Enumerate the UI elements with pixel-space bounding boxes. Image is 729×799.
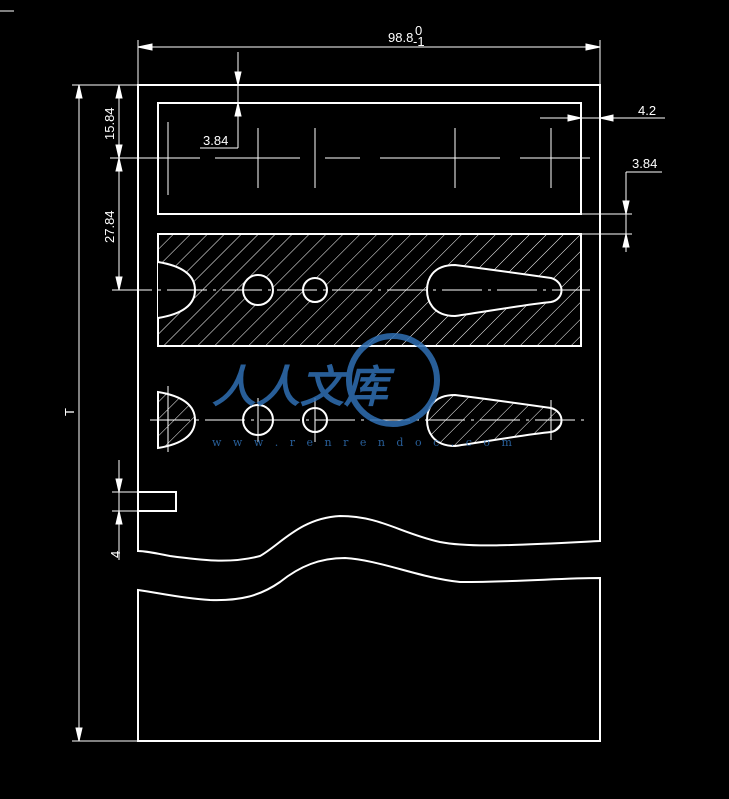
watermark-logo-icon [346, 333, 440, 427]
watermark-chinese: 人人文库 [212, 362, 395, 413]
part-outline-upper [137, 84, 601, 562]
dim-right-inset-text: 4.2 [638, 103, 656, 118]
dim-overall-width-tol-upper: 0 [415, 23, 422, 38]
top-slot-centerlines [110, 122, 590, 195]
dim-second-slot [115, 157, 123, 291]
small-tab [138, 491, 177, 512]
dim-gap-right [582, 171, 662, 252]
dim-slot-inset [200, 52, 242, 149]
dim-length-T-text: T [62, 408, 77, 416]
dim-overall-width [137, 40, 601, 85]
dim-top-offset-text: 15.84 [102, 107, 117, 140]
dim-gap-right-text: 3.84 [632, 156, 657, 171]
dim-small-tab-text: 4 [108, 551, 123, 558]
dim-overall-width-text: 98.8 [388, 30, 413, 45]
dim-second-slot-text: 27.84 [102, 210, 117, 243]
dim-overall-width-tol-lower: -1 [413, 34, 425, 49]
dim-right-inset [540, 114, 665, 122]
dim-length-T [72, 84, 138, 742]
dim-slot-inset-text: 3.84 [203, 133, 228, 148]
watermark-url: w w w . r e n r e n d o c . c o m [212, 436, 516, 449]
watermark: 人人文库 w w w . r e n r e n d o c . c o m [212, 333, 516, 449]
part-outline-lower [137, 556, 601, 742]
dim-small-tab [112, 460, 138, 560]
